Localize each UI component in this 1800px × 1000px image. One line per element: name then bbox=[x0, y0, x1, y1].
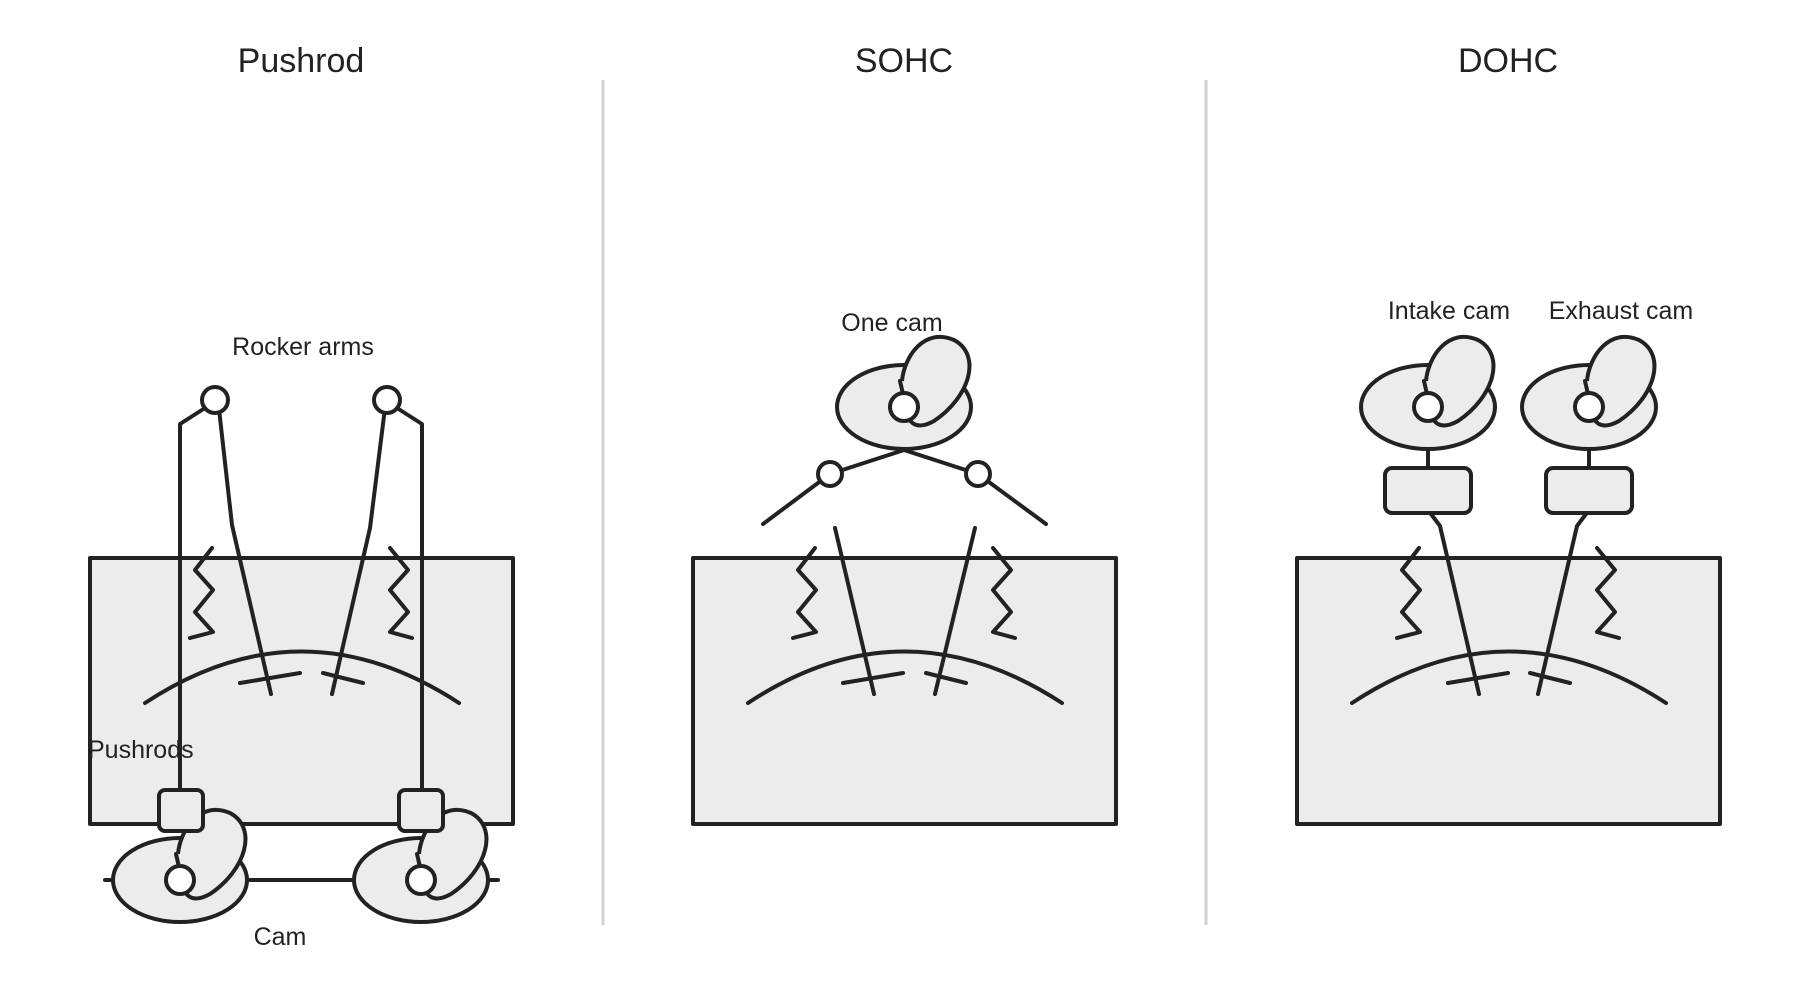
sohc-panel: SOHC One cam bbox=[691, 42, 1118, 826]
dohc-panel: DOHC Intake cam Exhaust cam bbox=[1295, 42, 1722, 826]
exhaust-cam-lobe bbox=[1520, 334, 1658, 451]
dohc-cylinder-head bbox=[1295, 556, 1722, 826]
cam-label: Cam bbox=[254, 923, 307, 951]
sohc-valves bbox=[833, 526, 977, 696]
dohc-valves bbox=[1426, 508, 1591, 696]
lifters bbox=[157, 788, 445, 833]
pushrods-label: Pushrods bbox=[88, 736, 194, 764]
sohc-title: SOHC bbox=[855, 42, 953, 80]
pushrod-title: Pushrod bbox=[238, 42, 365, 80]
pushrods bbox=[178, 406, 424, 794]
pushrod-valve-springs bbox=[188, 546, 414, 640]
intake-cam-label: Intake cam bbox=[1388, 297, 1510, 325]
intake-cam-lobe bbox=[1359, 334, 1497, 451]
dohc-title: DOHC bbox=[1458, 42, 1558, 80]
rocker-arm-pivots bbox=[200, 385, 402, 415]
dohc-buckets bbox=[1383, 444, 1634, 515]
sohc-cam-lobe bbox=[835, 334, 973, 451]
pushrod-cylinder-head bbox=[88, 556, 515, 826]
one-cam-label: One cam bbox=[841, 309, 942, 337]
pushrod-valves bbox=[216, 398, 388, 696]
sohc-valve-springs bbox=[791, 546, 1017, 640]
sohc-combustion-chamber bbox=[746, 649, 1064, 705]
dohc-combustion-chamber bbox=[1350, 649, 1668, 705]
dohc-valve-springs bbox=[1395, 546, 1621, 640]
sohc-cylinder-head bbox=[691, 556, 1118, 826]
sohc-rocker-arms bbox=[761, 448, 1048, 526]
pushrod-panel: Pushrod Rocker arms Pushr bbox=[88, 42, 515, 951]
rocker-arms-label: Rocker arms bbox=[232, 333, 374, 361]
pushrod-combustion-chamber bbox=[143, 649, 461, 705]
exhaust-cam-label: Exhaust cam bbox=[1549, 297, 1694, 325]
